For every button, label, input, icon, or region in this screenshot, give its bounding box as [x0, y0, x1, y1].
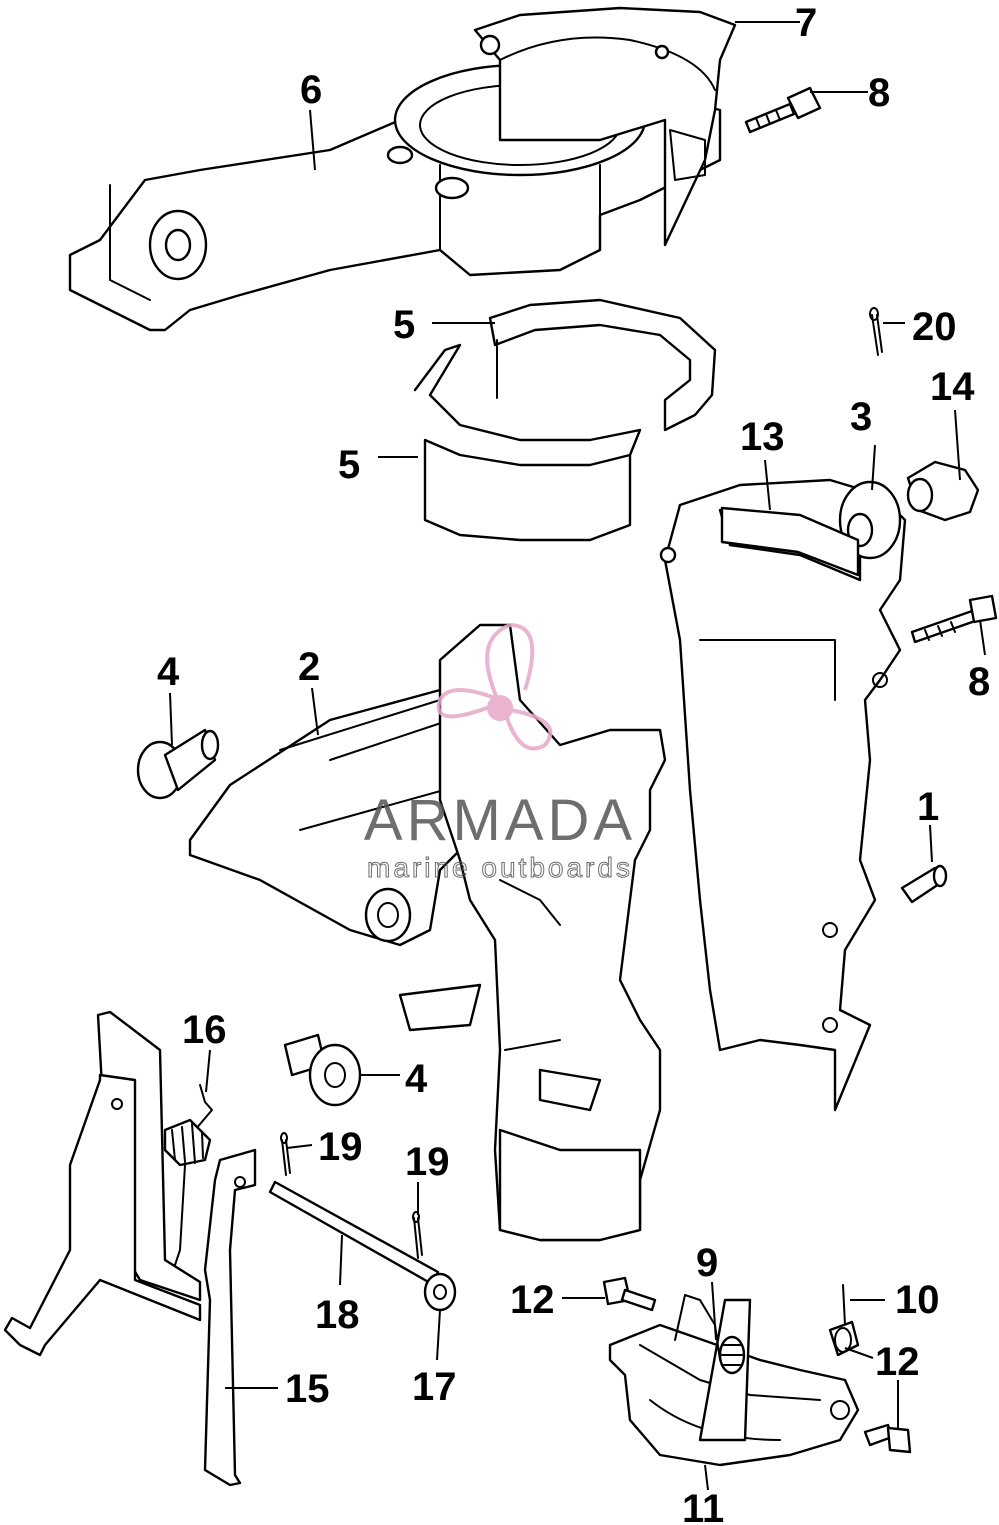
callout-20: 20: [912, 305, 957, 349]
bushing-part-4-upper: [136, 728, 220, 800]
bushing-part-5-lower: [413, 343, 642, 542]
callout-2: 2: [298, 645, 320, 689]
callout-13: 13: [740, 415, 785, 459]
bolt-part-12-right: [863, 1423, 912, 1454]
bolt-part-8-right: [910, 594, 998, 644]
tilt-lever-part-15: [3, 1010, 257, 1487]
callout-9: 9: [696, 1241, 718, 1285]
bolt-part-8-upper: [744, 86, 822, 134]
swivel-bracket-part-3: [659, 478, 907, 1112]
callout-15: 15: [285, 1367, 330, 1411]
cotter-pin-part-19-left: [280, 1132, 291, 1176]
callout-18: 18: [315, 1293, 360, 1337]
lower-bracket-part-11: [608, 1298, 860, 1467]
clamp-half-part-7: [473, 6, 737, 247]
callout-10: 10: [895, 1278, 940, 1322]
propeller-logo-icon: [436, 622, 553, 751]
bushing-part-4-lower: [283, 1033, 362, 1107]
washer-part-17: [423, 1272, 457, 1312]
callout-7: 7: [795, 1, 817, 45]
callout-labels: 7 6 8 5 20 14 3 13 5 2 4 8 1 16 4 19 19 …: [157, 1, 990, 1525]
armada-watermark: ARMADA marine outboards: [364, 622, 636, 884]
bushing-part-5-upper: [488, 298, 717, 432]
torsion-spring-part-16: [163, 1084, 213, 1266]
callout-1: 1: [917, 785, 939, 829]
callout-8-upper: 8: [868, 71, 890, 115]
callout-5-lower: 5: [338, 443, 360, 487]
watermark-brand: ARMADA: [364, 788, 636, 853]
callout-14: 14: [930, 365, 975, 409]
spring-clip-part-10: [828, 1284, 860, 1357]
callout-16: 16: [182, 1008, 227, 1052]
grease-fitting-part-1: [900, 864, 948, 904]
callout-17: 17: [412, 1365, 457, 1409]
callout-8-right: 8: [968, 660, 990, 704]
callout-12-right: 12: [875, 1340, 920, 1384]
callout-6: 6: [300, 68, 322, 112]
shaft-pin-part-18: [268, 1180, 440, 1286]
callout-12-left: 12: [510, 1278, 555, 1322]
callout-4-upper: 4: [157, 650, 180, 694]
leader-lines: [169, 21, 986, 1491]
cotter-pin-part-20: [869, 307, 883, 356]
callout-19-right: 19: [405, 1140, 450, 1184]
callout-5-upper: 5: [393, 303, 415, 347]
bolt-part-12-left: [602, 1276, 657, 1312]
steering-column-shaft: [398, 623, 667, 1242]
callout-11: 11: [682, 1487, 724, 1525]
rubber-liner-part-13: [720, 506, 860, 577]
watermark-tagline: marine outboards: [367, 852, 633, 883]
cap-part-14: [906, 460, 980, 522]
callout-19-left: 19: [318, 1125, 363, 1169]
callout-4-lower: 4: [405, 1057, 428, 1101]
callout-3: 3: [850, 395, 872, 439]
cotter-pin-part-19-right: [412, 1211, 423, 1259]
